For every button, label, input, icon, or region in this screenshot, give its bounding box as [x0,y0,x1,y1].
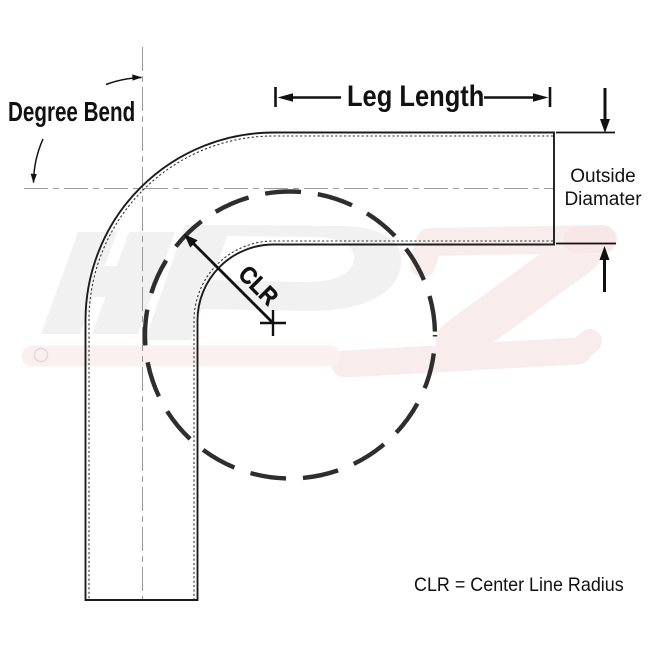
svg-text:Degree Bend: Degree Bend [8,97,135,128]
svg-text:Diamater: Diamater [564,189,642,210]
svg-text:CLR = Center Line Radius: CLR = Center Line Radius [414,573,624,595]
svg-text:Outside: Outside [570,166,635,187]
svg-text:Leg Length: Leg Length [347,79,484,112]
